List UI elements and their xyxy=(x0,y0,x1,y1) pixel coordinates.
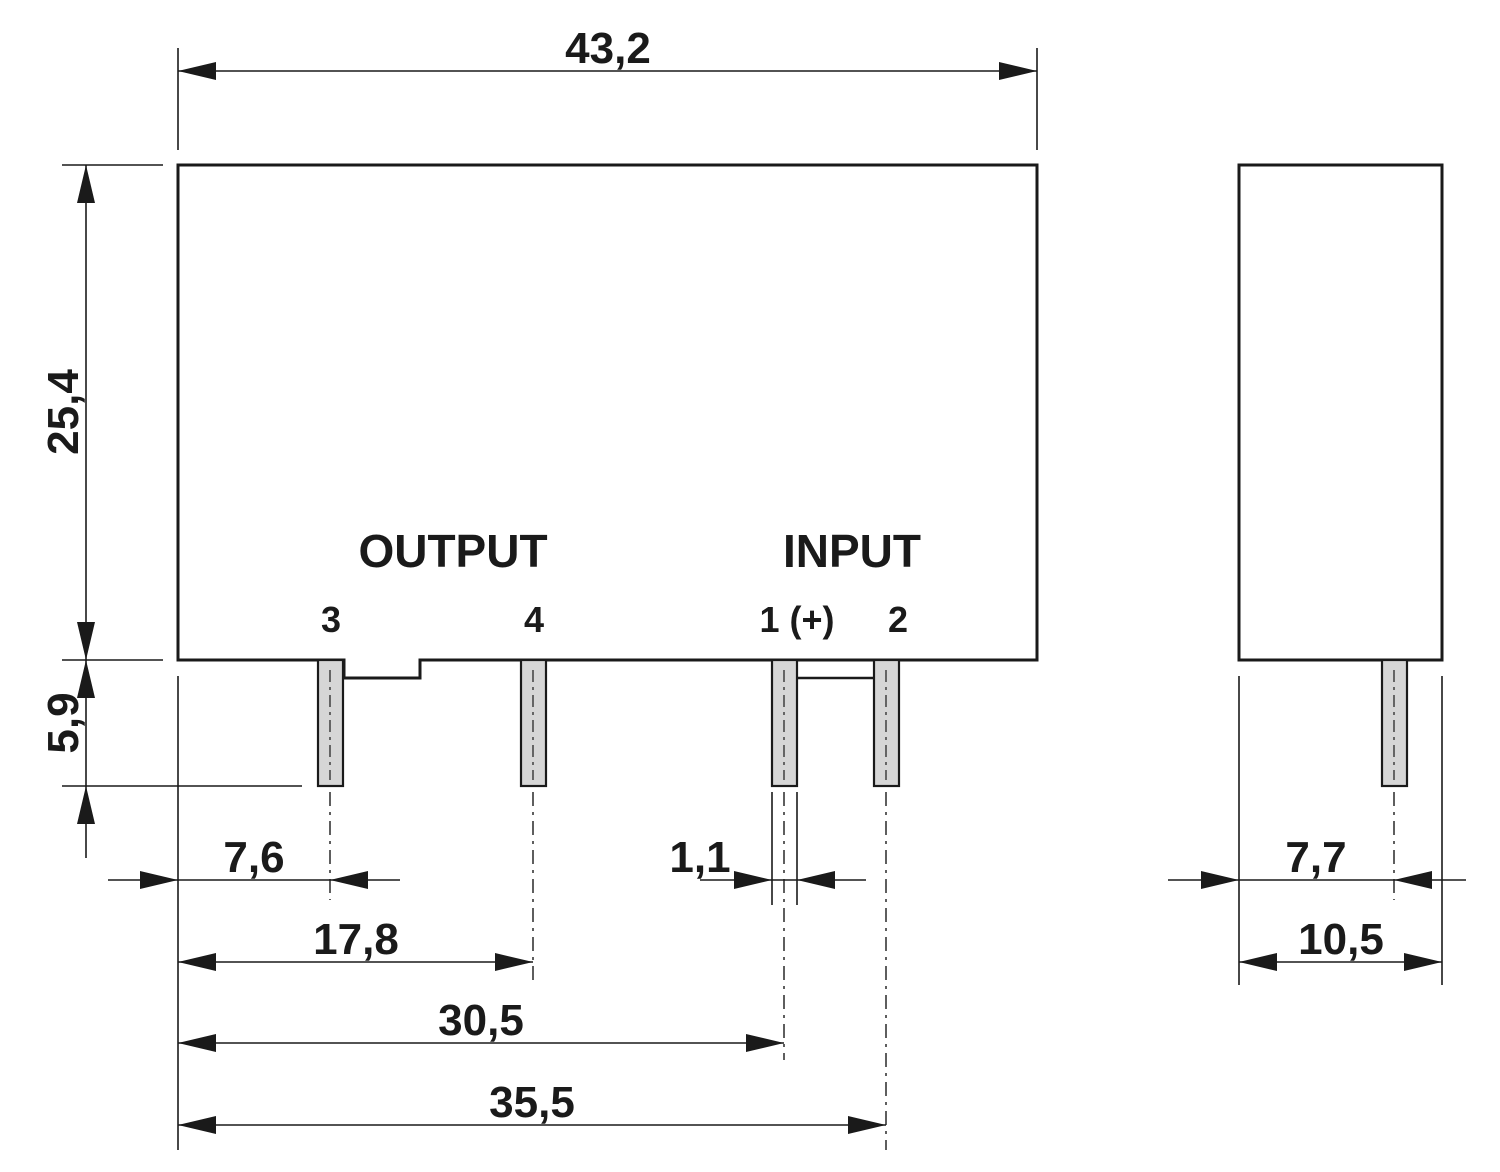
dim-body-width-value: 10,5 xyxy=(1298,915,1384,964)
front-view: OUTPUT INPUT 3 4 1 (+) 2 xyxy=(176,163,1039,788)
dim-overall-length-value: 43,2 xyxy=(565,24,651,73)
pin-3-number: 3 xyxy=(321,599,341,640)
pin-1 xyxy=(770,658,799,788)
dim-pin3-offset-value: 7,6 xyxy=(223,833,284,882)
dim-pin1-offset-value: 30,5 xyxy=(438,996,524,1045)
dimensions: 43,2 25,4 5,9 xyxy=(39,24,1466,1150)
pin-4-number: 4 xyxy=(524,599,544,640)
dim-overall-length: 43,2 xyxy=(177,24,1038,150)
dim-pin-length: 5,9 xyxy=(39,660,302,858)
pin-2-number: 2 xyxy=(888,599,908,640)
input-label: INPUT xyxy=(783,525,921,577)
dim-pin3-offset: 7,6 xyxy=(108,833,400,889)
side-view xyxy=(1237,163,1444,788)
dim-pin4-offset-value: 17,8 xyxy=(313,915,399,964)
dim-pin2-offset-value: 35,5 xyxy=(489,1078,575,1127)
dim-body-height: 25,4 xyxy=(39,164,163,661)
dim-pin1-offset: 30,5 xyxy=(178,996,784,1052)
pin-3 xyxy=(316,658,345,788)
dim-pin-width: 1,1 xyxy=(669,833,866,889)
pin-1-number: 1 (+) xyxy=(759,599,834,640)
dim-body-width: 10,5 xyxy=(1239,915,1442,971)
dim-body-height-value: 25,4 xyxy=(39,369,88,455)
output-label: OUTPUT xyxy=(358,525,547,577)
side-body-outline xyxy=(1237,163,1444,662)
dim-pin-length-value: 5,9 xyxy=(39,692,88,753)
dim-pin4-offset: 17,8 xyxy=(178,915,533,971)
side-pin xyxy=(1380,658,1409,788)
dim-side-pin-offset-value: 7,7 xyxy=(1285,833,1346,882)
front-body-outline xyxy=(176,163,1039,680)
dim-pin-width-value: 1,1 xyxy=(669,833,730,882)
pin-4 xyxy=(519,658,548,788)
pin-2 xyxy=(872,658,901,788)
dim-side-pin-offset: 7,7 xyxy=(1168,833,1466,889)
dim-pin2-offset: 35,5 xyxy=(178,1078,886,1134)
